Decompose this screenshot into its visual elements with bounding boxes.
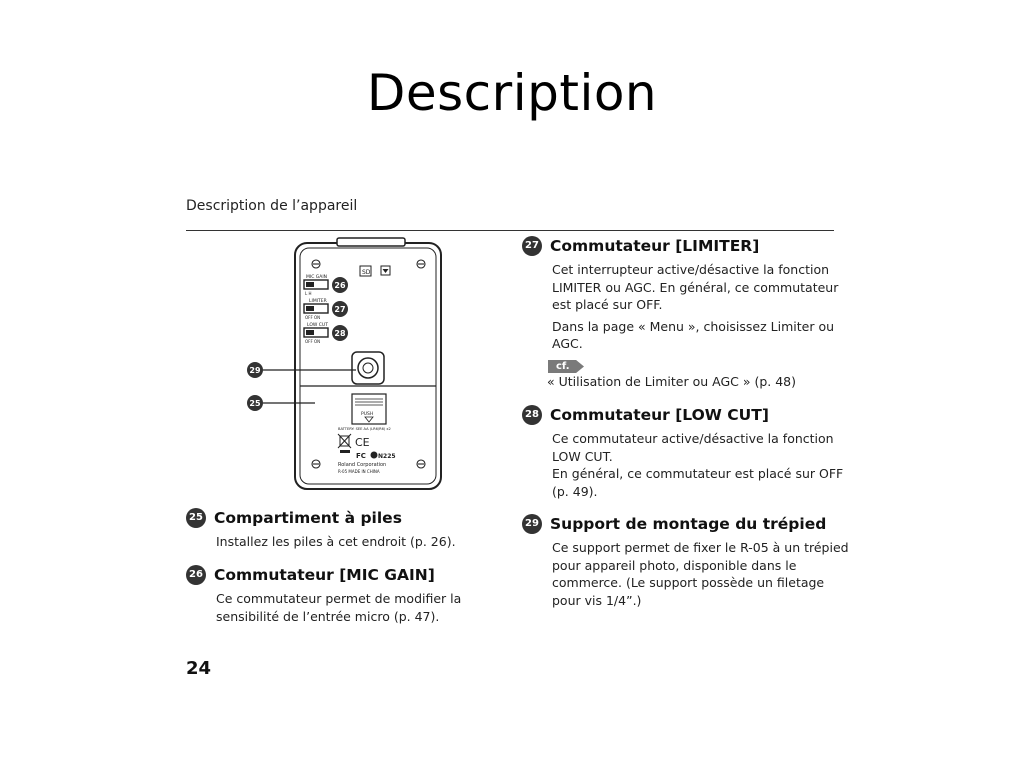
- recycle-bin-icon: [337, 433, 352, 449]
- svg-text:26: 26: [334, 281, 346, 290]
- entry-28: 28 Commutateur [LOW CUT] Ce commutateur …: [522, 405, 843, 500]
- entry-body: Cet interrupteur active/désactive la fon…: [552, 262, 839, 312]
- callout-27: 27: [332, 301, 348, 317]
- cf-reference: « Utilisation de Limiter ou AGC » (p. 48…: [547, 374, 796, 389]
- svg-text:SD: SD: [362, 269, 371, 276]
- svg-text:R-05 MADE IN CHINA: R-05 MADE IN CHINA: [338, 469, 380, 474]
- entry-number-badge: 27: [522, 236, 542, 256]
- svg-text:28: 28: [334, 329, 346, 338]
- svg-text:FC: FC: [356, 452, 366, 460]
- callout-28: 28: [332, 325, 348, 341]
- svg-text:LIMITER: LIMITER: [309, 298, 327, 304]
- battery-cover-latch: PUSH: [351, 393, 387, 425]
- slide-title: Description: [366, 64, 658, 122]
- tripod-mount: [351, 351, 385, 385]
- svg-text:25: 25: [249, 399, 261, 408]
- entry-body: Ce commutateur permet de modifier la sen…: [216, 591, 462, 624]
- entry-title: Support de montage du trépied: [550, 515, 827, 533]
- entry-number-badge: 25: [186, 508, 206, 528]
- svg-text:N225: N225: [378, 453, 396, 460]
- entry-number-badge: 28: [522, 405, 542, 425]
- battery-cover-text: BATTERY: SEE AA (LR6/R6) x2: [338, 427, 391, 431]
- switch-limiter: LIMITER OFF ON: [303, 298, 329, 320]
- entry-29: 29 Support de montage du trépied Ce supp…: [522, 514, 849, 609]
- entry-title: Commutateur [LOW CUT]: [550, 406, 769, 424]
- callout-29: 29: [247, 362, 356, 378]
- entry-27: 27 Commutateur [LIMITER] Cet interrupteu…: [522, 236, 838, 353]
- compliance-marks: CE FC N225 Roland Corporation R-05 MADE …: [337, 433, 396, 474]
- header-divider: [186, 230, 834, 231]
- entry-25: 25 Compartiment à piles Installez les pi…: [186, 508, 456, 551]
- callout-25: 25: [247, 395, 315, 411]
- entry-26: 26 Commutateur [MIC GAIN] Ce commutateur…: [186, 565, 461, 625]
- svg-text:OFF ON: OFF ON: [305, 315, 320, 320]
- svg-text:PUSH: PUSH: [361, 411, 373, 417]
- entry-body: Ce commutateur active/désactive la fonct…: [552, 431, 844, 499]
- device-rear-diagram: SD MIC GAIN L H LIMITER OFF ON LOW CUT O…: [247, 237, 442, 490]
- svg-text:Roland Corporation: Roland Corporation: [338, 462, 386, 468]
- callout-26: 26: [332, 277, 348, 293]
- entry-body: Installez les piles à cet endroit (p. 26…: [216, 534, 456, 549]
- entry-title: Commutateur [MIC GAIN]: [214, 566, 435, 584]
- svg-text:27: 27: [334, 305, 345, 314]
- entry-number-badge: 29: [522, 514, 542, 534]
- svg-text:OFF ON: OFF ON: [305, 339, 320, 344]
- switch-mic-gain: MIC GAIN L H: [303, 274, 329, 296]
- entry-title: Commutateur [LIMITER]: [550, 237, 760, 255]
- entry-body: Ce support permet de fixer le R-05 à un …: [552, 540, 849, 608]
- page-number: 24: [186, 658, 212, 679]
- entry-number-badge: 26: [186, 565, 206, 585]
- svg-text:LOW CUT: LOW CUT: [307, 322, 328, 328]
- entry-title: Compartiment à piles: [214, 509, 402, 527]
- screw-icons: [311, 259, 426, 469]
- ce-mark-icon: CE: [355, 436, 370, 449]
- svg-text:MIC GAIN: MIC GAIN: [306, 274, 327, 280]
- switch-low-cut: LOW CUT OFF ON: [303, 322, 329, 344]
- svg-text:29: 29: [249, 366, 261, 375]
- section-header: Description de l’appareil: [186, 198, 358, 214]
- cf-label: cf.: [548, 360, 584, 373]
- sd-card-icon: SD: [359, 265, 391, 277]
- svg-text:L H: L H: [305, 291, 312, 296]
- entry-body-2: Dans la page « Menu », choisissez Limite…: [552, 318, 835, 352]
